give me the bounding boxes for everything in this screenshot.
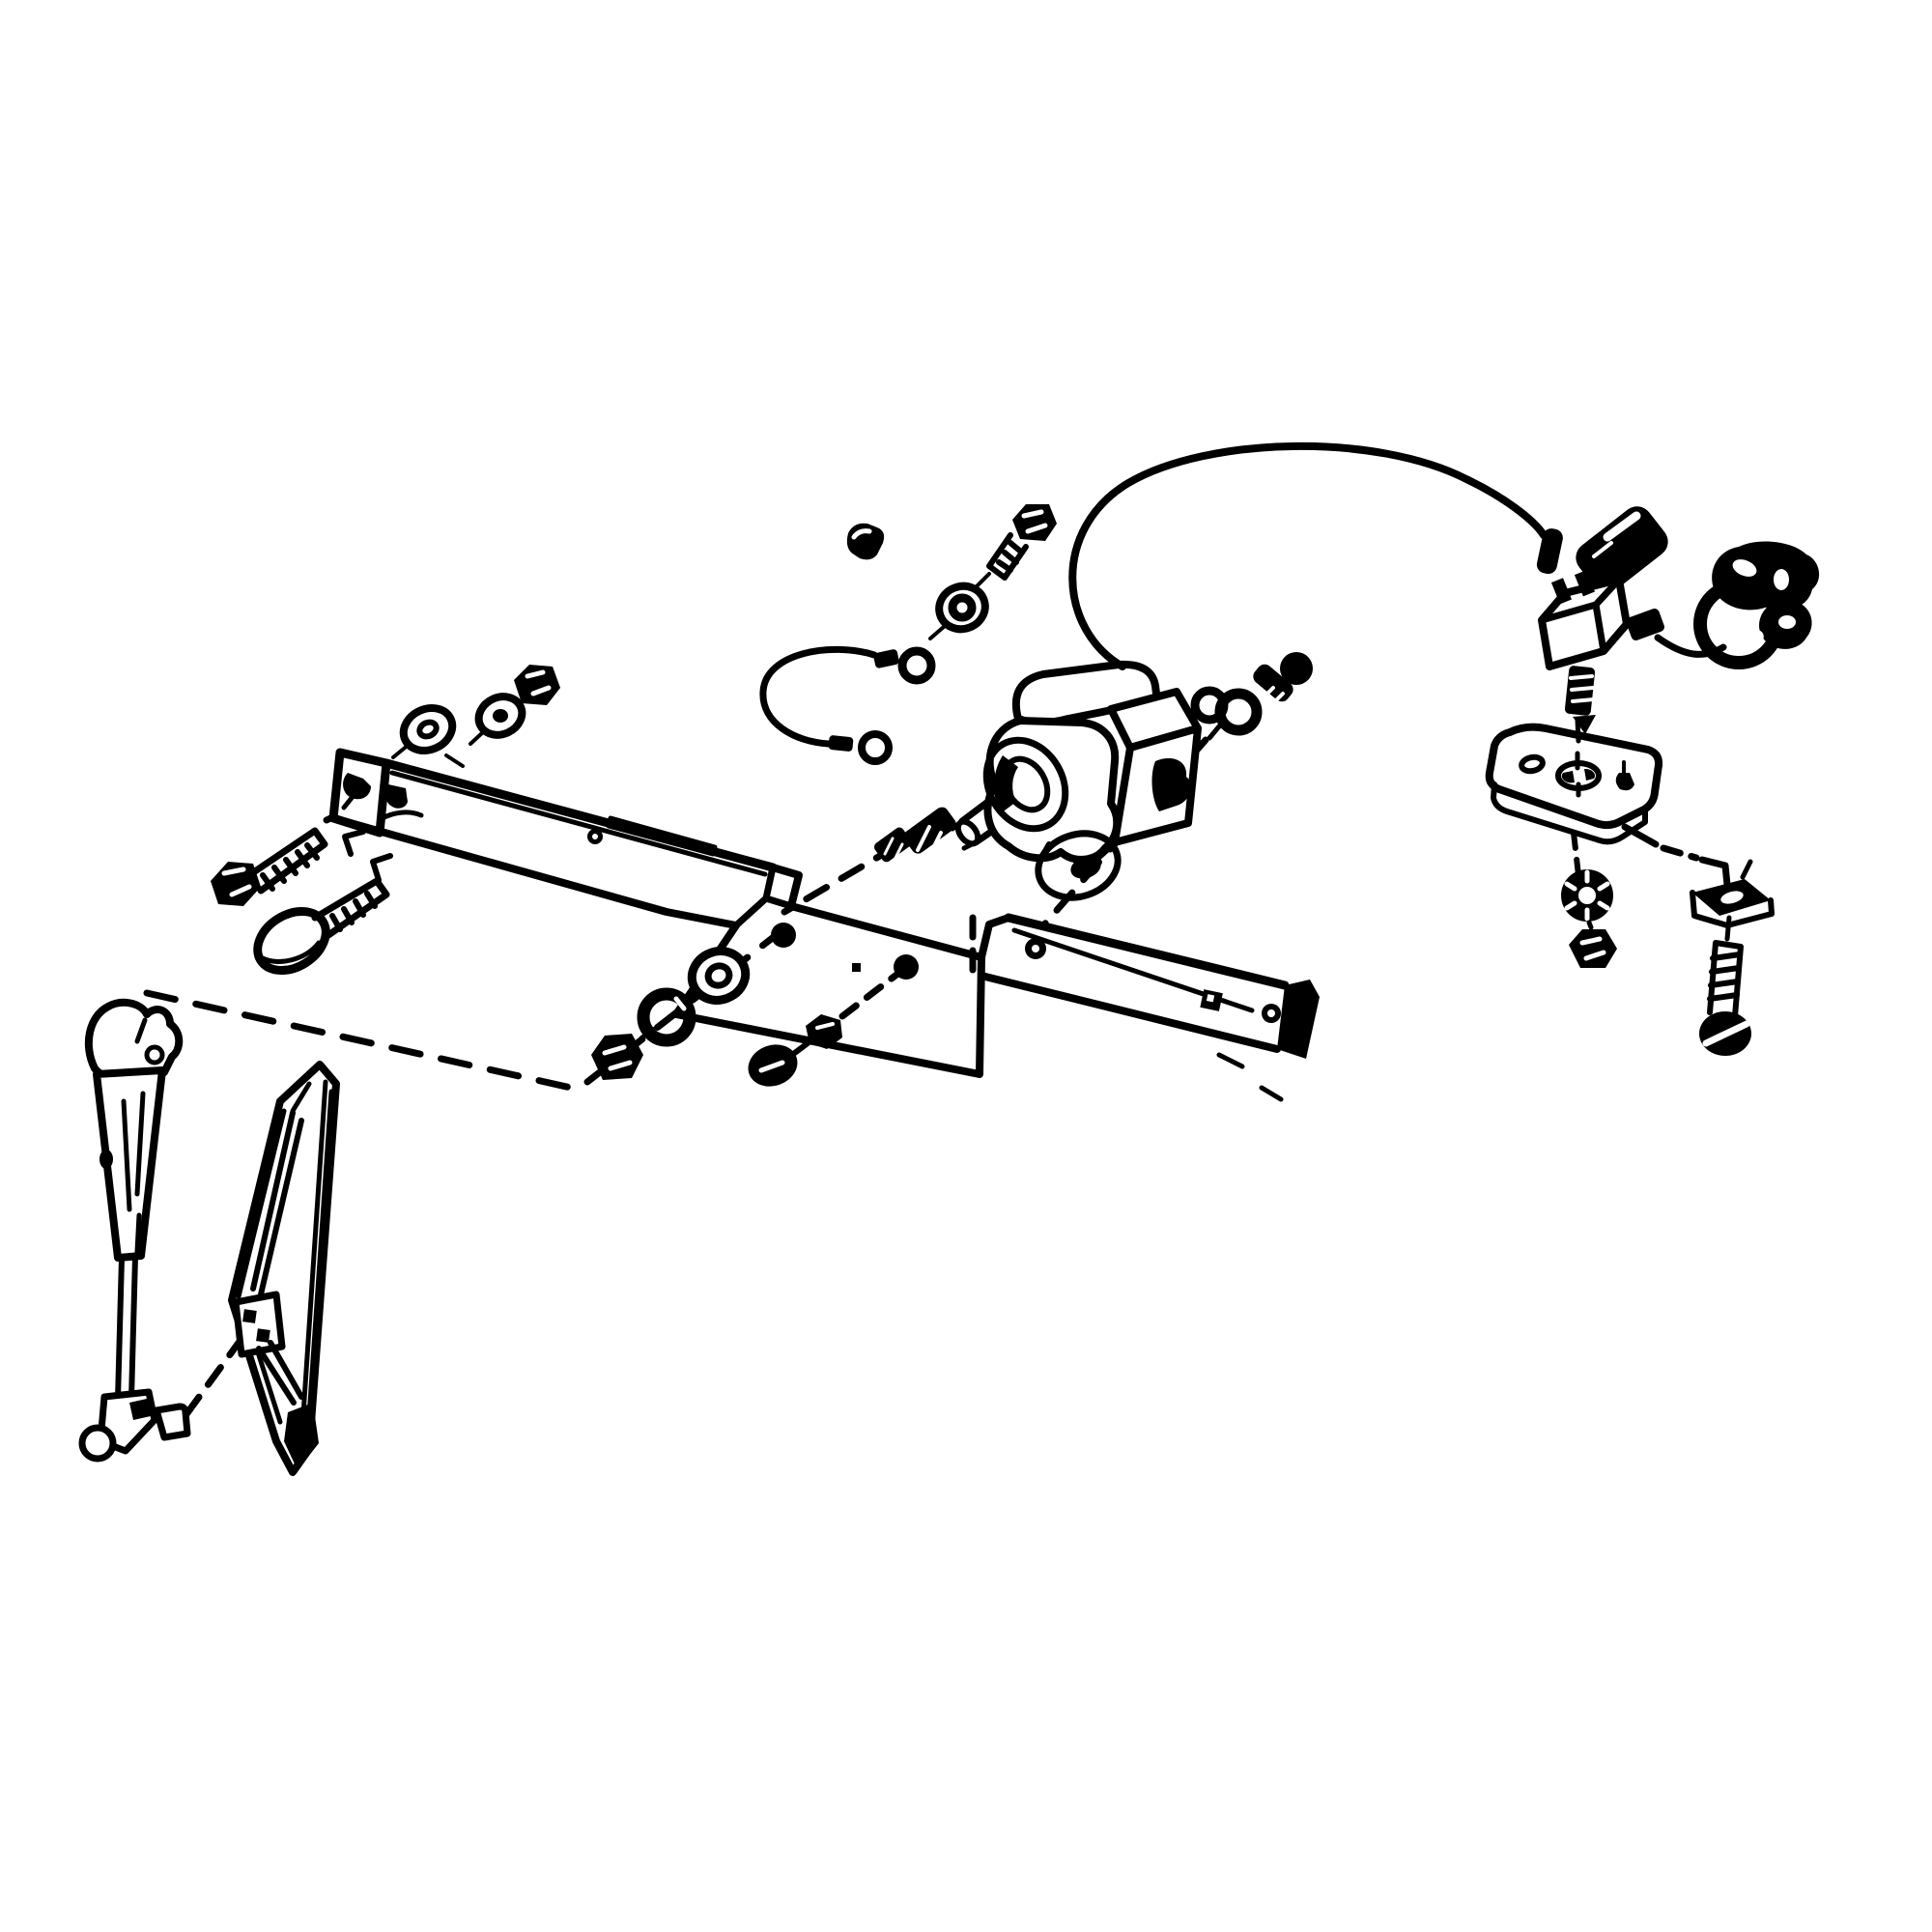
pivot-bolt <box>986 504 1057 581</box>
wiper-motor <box>873 660 1202 901</box>
bracket-spring-washer <box>474 693 526 739</box>
wiper-blade <box>228 1061 340 1476</box>
bracket-bolt-nut <box>748 1014 842 1087</box>
pivot-washer <box>935 582 989 634</box>
carriage-bolt <box>253 877 390 975</box>
wiper-switch <box>1538 506 1668 734</box>
arm-lock-washer <box>637 987 696 1047</box>
cap-nut <box>846 523 885 560</box>
wiper-arm <box>78 998 191 1463</box>
spring-clip <box>1690 859 1775 928</box>
mounting-screw <box>1699 940 1751 1056</box>
switch-mounting-plate <box>1485 717 1663 845</box>
hex-bolt <box>211 827 328 906</box>
motor-mount-screw <box>1253 652 1313 707</box>
harness-grommet <box>1693 541 1820 669</box>
wire-connector-sleeve <box>1536 528 1563 575</box>
ground-wire <box>759 645 936 765</box>
plate-lock-washer <box>1561 869 1613 930</box>
motor-mount-washers <box>1190 686 1263 741</box>
bracket-flat-washer <box>399 704 457 754</box>
assembly-leader-lines <box>143 572 1732 1418</box>
arm-nut <box>591 1034 643 1080</box>
harness-wire <box>1068 442 1548 670</box>
bracket-hex-nut <box>514 665 560 705</box>
arm-flat-washer <box>687 947 751 1005</box>
plate-nut <box>1569 929 1617 968</box>
